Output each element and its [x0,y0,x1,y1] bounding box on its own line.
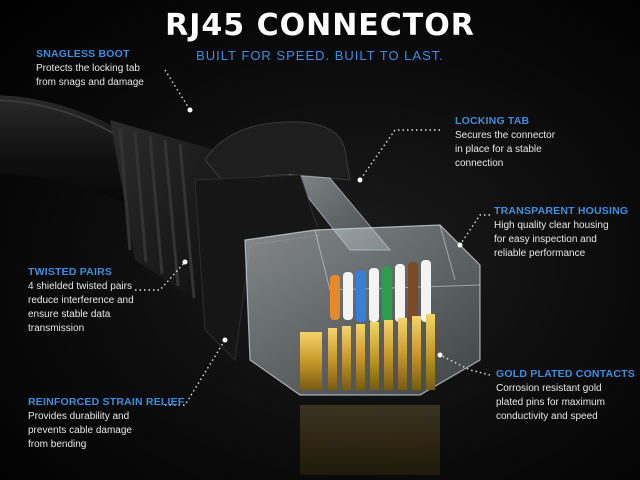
callout-dots [182,107,463,358]
callout-strain-relief: REINFORCED STRAIN RELIEF Provides durabi… [28,396,184,452]
callout-heading: LOCKING TAB [455,115,530,127]
callout-gold-plated-contacts: GOLD PLATED CONTACTS Corrosion resistant… [496,368,635,424]
callout-description: High quality clear housing for easy insp… [494,220,609,259]
callout-twisted-pairs: TWISTED PAIRS 4 shielded twisted pairs r… [28,266,134,336]
callout-description: Protects the locking tab from snags and … [36,63,144,88]
callout-leader-lines [135,69,491,406]
page-subtitle: BUILT FOR SPEED. BUILT TO LAST. [196,48,444,63]
cable [0,95,150,215]
callout-locking-tab: LOCKING TAB Secures the connector in pla… [455,115,555,171]
reflection [300,405,440,475]
callout-heading: TWISTED PAIRS [28,266,113,278]
callout-heading: GOLD PLATED CONTACTS [496,368,635,380]
callout-transparent-housing: TRANSPARENT HOUSING High quality clear h… [494,205,628,261]
callout-snagless-boot: SNAGLESS BOOT Protects the locking tab f… [36,48,144,90]
callout-description: 4 shielded twisted pairs reduce interfer… [28,281,134,334]
callout-description: Corrosion resistant gold plated pins for… [496,383,605,422]
callout-heading: SNAGLESS BOOT [36,48,130,60]
twisted-pair-wires [330,260,431,322]
gold-plated-contacts [300,314,435,390]
callout-description: Provides durability and prevents cable d… [28,411,132,450]
callout-heading: TRANSPARENT HOUSING [494,205,629,217]
callout-heading: REINFORCED STRAIN RELIEF [28,396,185,408]
callout-description: Secures the connector in place for a sta… [455,130,556,169]
page-title: RJ45 CONNECTOR [165,8,475,43]
